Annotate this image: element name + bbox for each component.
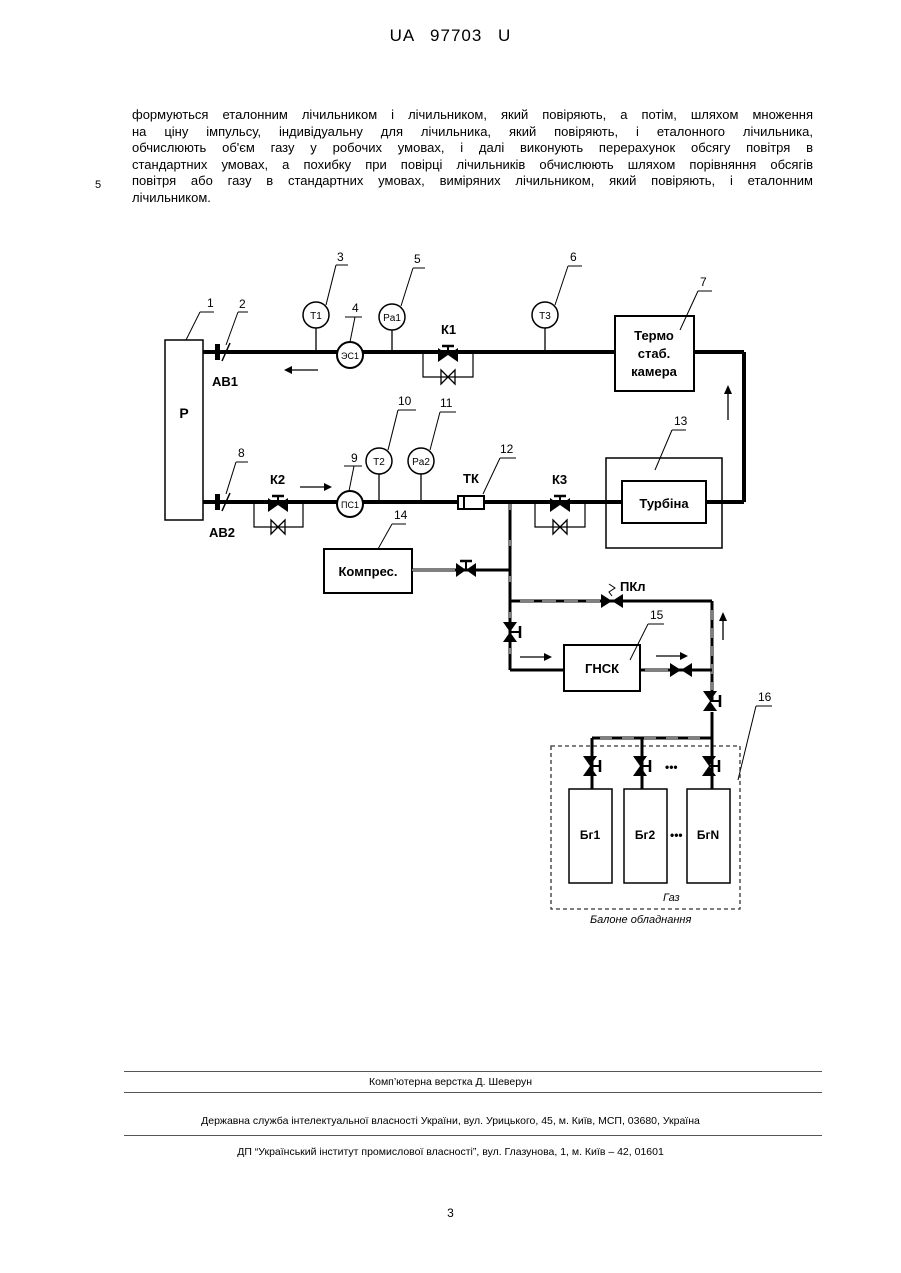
av1-label: АВ1 (212, 374, 238, 389)
ref-number-16: 16 (758, 690, 772, 704)
cylinder-2-label: Бг2 (635, 828, 656, 842)
ref-number-1: 1 (207, 296, 214, 310)
pkl-label: ПКл (620, 579, 646, 594)
leader-13 (655, 430, 672, 470)
branch-valve (503, 622, 520, 642)
cylinder-valve-n (702, 756, 719, 776)
thermo-chamber-line-1: Термо (634, 328, 674, 343)
cylinder-valve-1 (583, 756, 600, 776)
compressor-label: Компрес. (338, 564, 397, 579)
manifold-valve (703, 691, 720, 711)
ref-number-12: 12 (500, 442, 514, 456)
leader-11 (430, 412, 440, 450)
leader-16 (738, 706, 756, 780)
reservoir-box (165, 340, 203, 520)
agency-address: Державна служба інтелектуальної власност… (0, 1115, 901, 1127)
reservoir-label: Р (179, 405, 188, 421)
av2-label: АВ2 (209, 525, 235, 540)
page-number: 3 (0, 1206, 901, 1220)
gas-label: Газ (663, 892, 680, 904)
leader-4 (350, 317, 355, 342)
leader-12 (483, 458, 500, 494)
compressor-valve (456, 561, 476, 577)
gnsk-label: ГНСК (585, 661, 619, 676)
t1-label: T1 (310, 311, 322, 322)
ref-number-9: 9 (351, 451, 358, 465)
cylinder-valve-2 (633, 756, 650, 776)
t2-label: T2 (373, 457, 385, 468)
footer-rule-1 (124, 1071, 822, 1072)
leader-5 (401, 268, 413, 306)
thermo-chamber-line-2: стаб. (638, 346, 670, 361)
thermo-chamber-line-3: камера (631, 364, 678, 379)
footer-rule-2 (124, 1092, 822, 1093)
ballon-caption: Балоне обладнання (590, 914, 691, 926)
footer-rule-3 (124, 1135, 822, 1136)
es1-label: ЭС1 (341, 351, 359, 361)
k2-label: К2 (270, 472, 285, 487)
ref-number-14: 14 (394, 508, 408, 522)
ref-number-3: 3 (337, 250, 344, 264)
institute-address: ДП “Український інститут промислової вла… (0, 1146, 901, 1158)
ref-number-11: 11 (440, 396, 453, 410)
t3-label: T3 (539, 311, 551, 322)
leader-8 (226, 462, 236, 494)
ref-number-2: 2 (239, 297, 246, 311)
tk-label: ТК (463, 471, 479, 486)
ref-number-4: 4 (352, 301, 359, 315)
ref-number-6: 6 (570, 250, 577, 264)
ref-number-8: 8 (238, 446, 245, 460)
gnsk-valve (670, 663, 681, 677)
ref-number-5: 5 (414, 252, 421, 266)
layout-credit: Комп’ютерна верстка Д. Шеверун (0, 1076, 901, 1088)
leader-1 (186, 312, 200, 340)
turbine-label: Турбіна (639, 496, 689, 511)
cylinder-dots: ••• (670, 828, 683, 842)
leader-14 (378, 524, 392, 549)
cylinder-1-label: Бг1 (580, 828, 601, 842)
leader-9 (349, 466, 354, 491)
av1-coupling (215, 344, 220, 360)
cylinder-n-label: БгN (697, 828, 719, 842)
pa1-label: Pa1 (383, 313, 401, 324)
ref-number-15: 15 (650, 608, 664, 622)
ref-number-10: 10 (398, 394, 412, 408)
k1-label: К1 (441, 322, 456, 337)
ref-number-7: 7 (700, 275, 707, 289)
ref-number-13: 13 (674, 414, 688, 428)
k1-valve (438, 346, 458, 362)
leader-2 (226, 312, 238, 345)
k3-valve (550, 496, 570, 512)
pkl-valve (601, 594, 612, 608)
ps1-label: ПС1 (341, 500, 359, 510)
pa2-label: Pa2 (412, 457, 430, 468)
tk-fitting (458, 496, 484, 509)
k3-label: К3 (552, 472, 567, 487)
av2-coupling (215, 494, 220, 510)
k2-valve (268, 496, 288, 512)
valve-dots: ••• (665, 760, 678, 774)
leader-10 (388, 410, 398, 450)
leader-6 (555, 266, 568, 305)
leader-3 (326, 265, 336, 305)
